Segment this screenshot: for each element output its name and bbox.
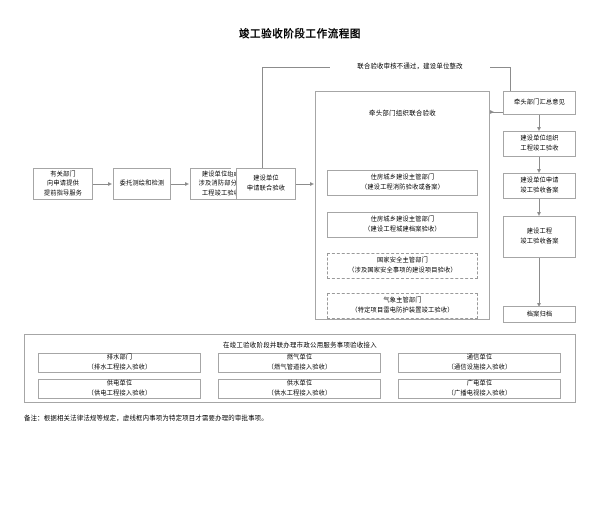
node-line-1: 住房城乡建设主管部门 <box>370 174 435 182</box>
node-line-1: 建设单位组织 <box>520 135 559 143</box>
node-meteorological-authority[interactable]: 气象主管部门 （特定项目雷电防护装置竣工验收） <box>327 293 478 319</box>
node-telecom-unit[interactable]: 通信单位 （通信设施接入验收） <box>398 353 561 373</box>
node-line-2: 涉及消防部分的 <box>198 180 244 188</box>
node-line-1: 委托测绘和检测 <box>119 180 165 188</box>
footer-note: 备注：根据相关法律法规等规定，虚线框内事项为特定项目才需要办理的审批事项。 <box>24 415 268 422</box>
page-title: 竣工验收阶段工作流程图 <box>238 28 362 40</box>
node-line-2: 申请联合验收 <box>246 185 286 192</box>
connector-panel-to-right <box>490 112 505 113</box>
node-national-security-authority[interactable]: 国家安全主管部门 （涉及国家安全事项的建设项目验收） <box>327 253 478 279</box>
node-line-1: 有关部门 <box>50 170 76 178</box>
right-connector-1 <box>539 115 540 128</box>
node-line-1: 排水部门 <box>106 354 133 362</box>
connector-2-arrow <box>185 181 189 186</box>
right-connector-3-arrow <box>536 212 541 216</box>
node-line-1: 燃气单位 <box>286 354 313 362</box>
node-apply-joint-acceptance[interactable]: 建设单位 申请联合验收 <box>236 168 296 200</box>
connector-4-arrow <box>310 181 314 186</box>
node-gas-unit[interactable]: 燃气单位 （燃气管道接入验收） <box>218 353 381 373</box>
node-line-1: 建设单位 <box>253 175 279 183</box>
node-line-2: （广播电视接入验收） <box>447 390 512 397</box>
right-connector-2 <box>539 157 540 170</box>
connector-1 <box>93 184 108 185</box>
right-connector-3 <box>539 199 540 213</box>
right-connector-2-arrow <box>536 169 541 173</box>
center-panel-joint-acceptance <box>315 91 490 320</box>
node-line-2: 竣工验收备案 <box>520 238 559 245</box>
node-line-2: （建设工程城建档案验收） <box>364 226 441 233</box>
node-drainage-dept[interactable]: 排水部门 （排水工程接入验收） <box>38 353 201 373</box>
feedback-line-h-right <box>490 67 510 68</box>
node-line-3: 工程竣工验收 <box>201 189 241 197</box>
node-line-1: 建设单位组织 <box>201 170 241 178</box>
node-line-1: 供电单位 <box>106 380 133 388</box>
node-line-2: （供水工程接入验收） <box>267 390 332 397</box>
feedback-text: 联合验收审核不通过，建设单位整改 <box>357 63 463 71</box>
node-line-2: （通信设施接入验收） <box>447 364 512 371</box>
node-line-1: 建设单位申请 <box>520 177 559 185</box>
node-power-supply-unit[interactable]: 供电单位 （供电工程接入验收） <box>38 379 201 399</box>
connector-panel-to-right-arrow <box>490 109 494 114</box>
connector-4 <box>296 184 310 185</box>
node-lead-dept-summary[interactable]: 牵头部门汇总意见 <box>503 91 576 115</box>
node-archive-filing[interactable]: 档案归档 <box>503 306 576 323</box>
node-broadcast-unit[interactable]: 广电单位 （广播电视接入验收） <box>398 379 561 399</box>
connector-1-arrow <box>108 181 112 186</box>
node-entrust-survey-test[interactable]: 委托测绘和检测 <box>113 168 171 200</box>
node-line-2: （燃气管道接入验收） <box>267 364 332 371</box>
right-connector-4 <box>539 258 540 304</box>
node-line-1: 档案归档 <box>526 310 553 318</box>
node-line-2: （建设工程消防验收或备案） <box>360 184 445 191</box>
node-line-1: 供水单位 <box>286 380 313 388</box>
bottom-panel-title: 在竣工验收阶段并联办理市政公用服务事项验收接入 <box>223 342 377 349</box>
node-line-3: 提前指导服务 <box>43 189 83 197</box>
node-line-2: （排水工程接入验收） <box>87 364 152 371</box>
node-apply-acceptance-record[interactable]: 建设单位申请 竣工验收备案 <box>503 173 576 199</box>
node-line-2: 工程竣工验收 <box>520 145 559 152</box>
node-line-2: （特定项目雷电防护装置竣工验收） <box>351 307 454 314</box>
right-connector-1-arrow <box>536 127 541 131</box>
node-water-supply-unit[interactable]: 供水单位 （供水工程接入验收） <box>218 379 381 399</box>
node-line-2: （涉及国家安全事项的建设项目验收） <box>348 267 457 274</box>
node-line-1: 国家安全主管部门 <box>376 257 429 265</box>
node-line-2: 向申请提供 <box>47 180 79 188</box>
node-line-1: 住房城乡建设主管部门 <box>370 216 435 224</box>
node-line-1: 通信单位 <box>466 354 493 362</box>
node-line-2: 竣工验收备案 <box>520 187 559 194</box>
right-connector-4-arrow <box>536 303 541 307</box>
node-line-1: 建设工程 <box>526 228 553 236</box>
node-line-1: 气象主管部门 <box>383 297 422 305</box>
node-housing-urban-rural-fire[interactable]: 住房城乡建设主管部门 （建设工程消防验收或备案） <box>327 170 478 196</box>
node-construction-acceptance-record[interactable]: 建设工程 竣工验收备案 <box>503 216 576 258</box>
center-panel-title: 牵头部门组织联合验收 <box>369 110 436 117</box>
node-line-1: 牵头部门汇总意见 <box>513 99 566 107</box>
node-line-2: （供电工程接入验收） <box>87 390 152 397</box>
feedback-label: 联合验收审核不通过，建设单位整改 <box>330 60 490 74</box>
node-organize-completion-acceptance[interactable]: 建设单位组织 工程竣工验收 <box>503 131 576 157</box>
feedback-line-h-left <box>262 67 330 68</box>
feedback-line-v-right <box>510 67 511 91</box>
feedback-line-v-left <box>262 67 263 179</box>
node-line-1: 广电单位 <box>466 380 493 388</box>
connector-2 <box>171 184 185 185</box>
node-related-departments[interactable]: 有关部门 向申请提供 提前指导服务 <box>33 168 93 200</box>
node-housing-urban-rural-archive[interactable]: 住房城乡建设主管部门 （建设工程城建档案验收） <box>327 212 478 238</box>
